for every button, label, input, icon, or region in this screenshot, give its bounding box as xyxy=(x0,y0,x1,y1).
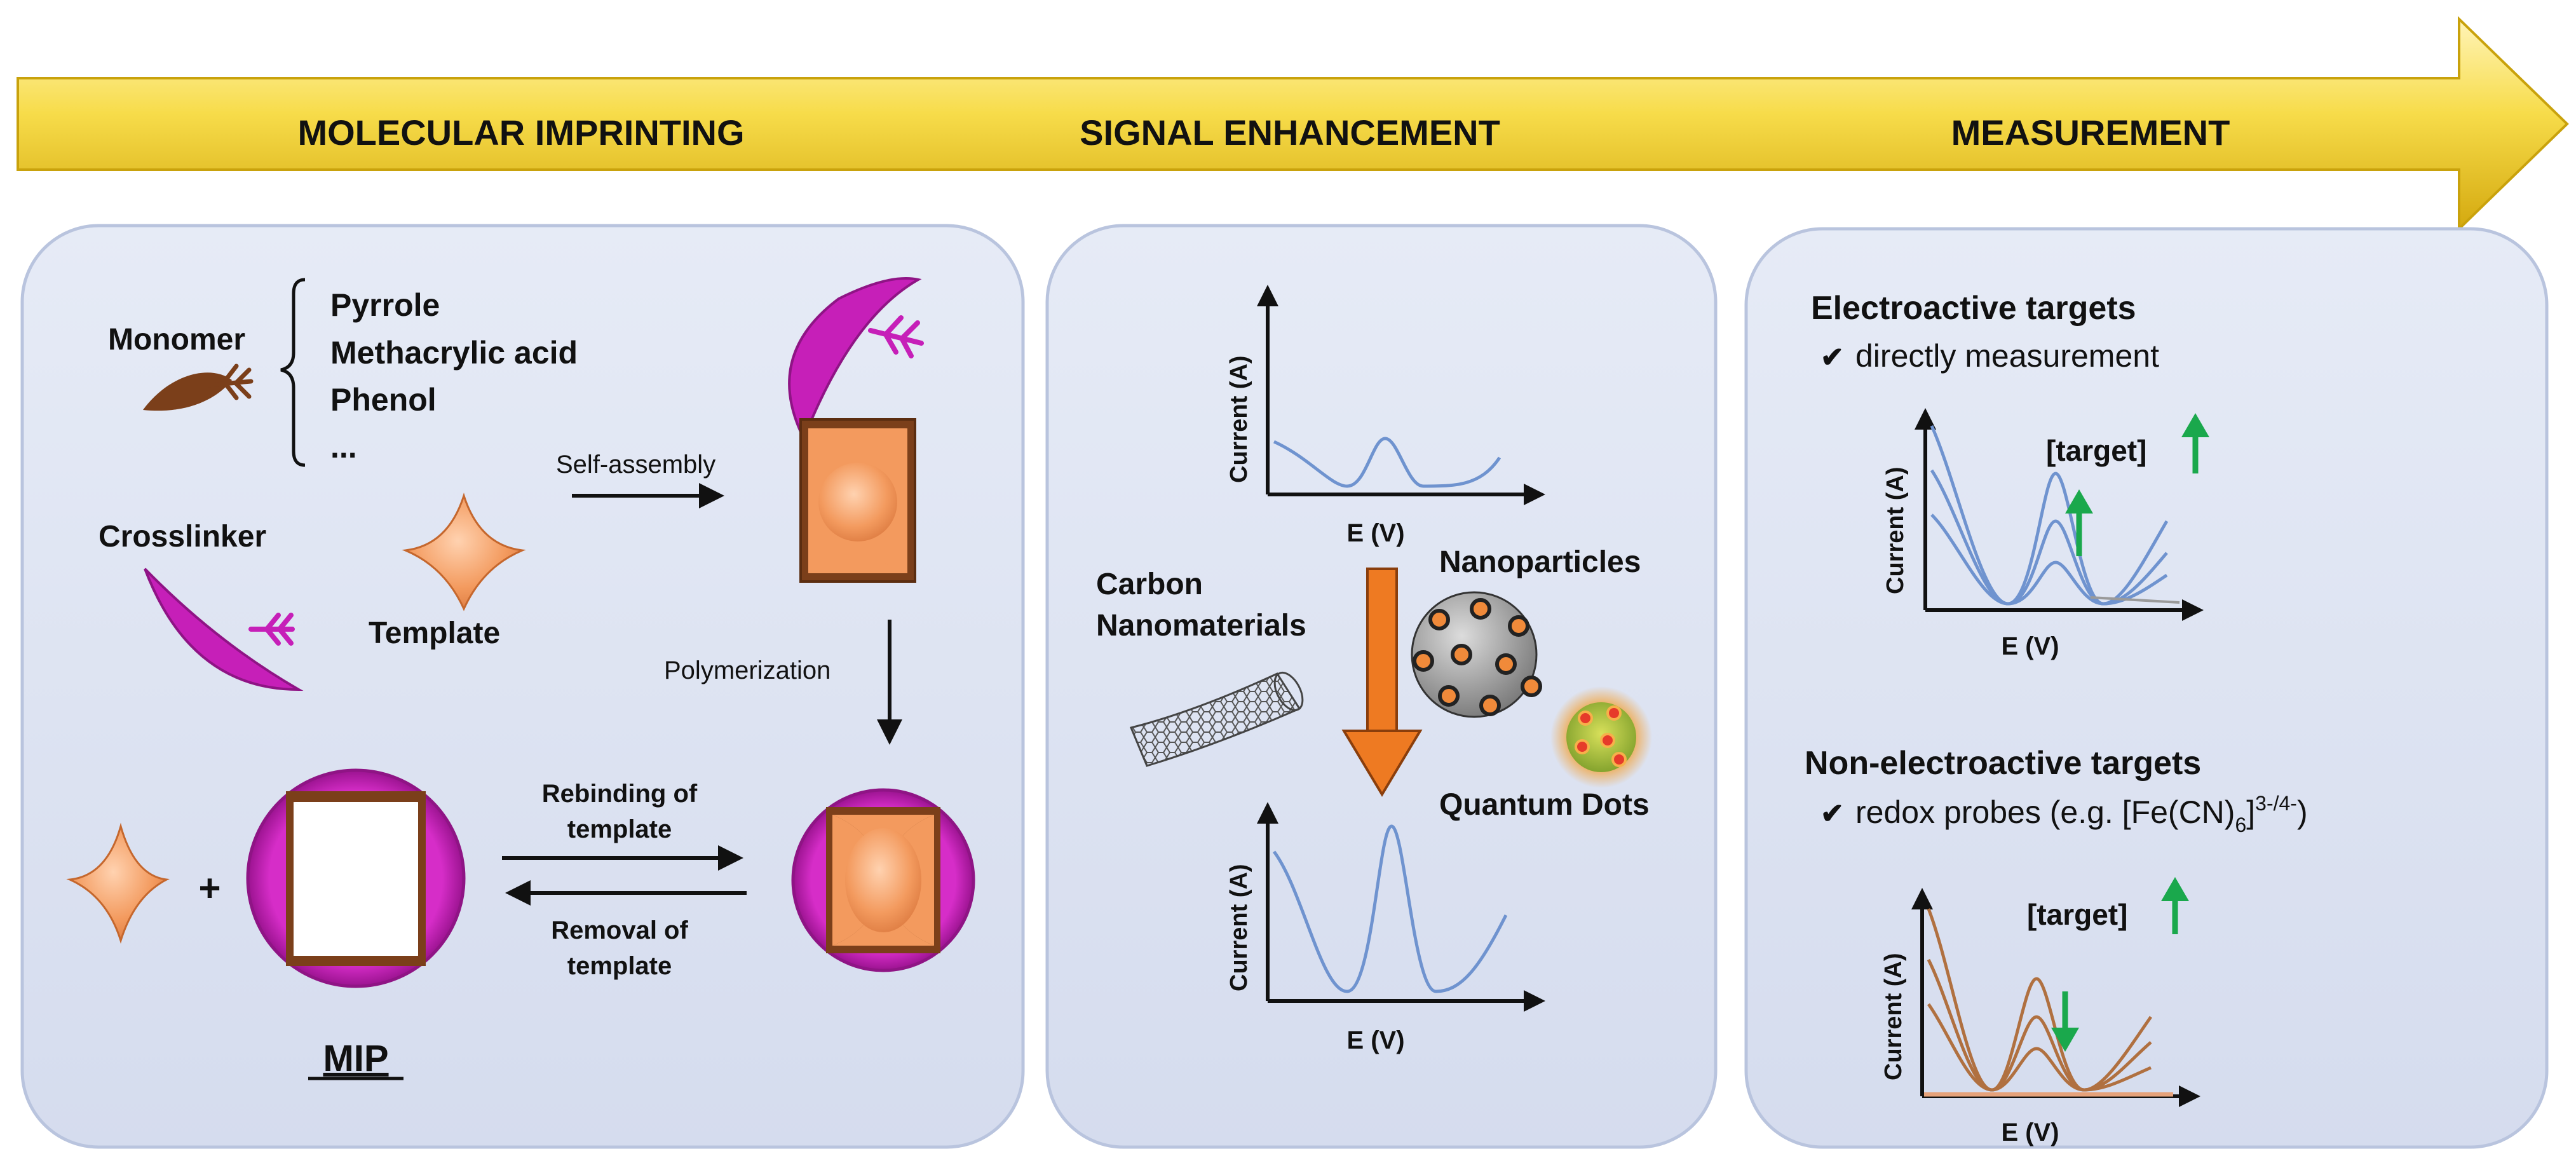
target-up-arrow-icon-2 xyxy=(2161,877,2189,934)
monomer-icon xyxy=(143,364,254,411)
target-up-arrow-icon-1 xyxy=(2181,413,2209,473)
self-assembly-arrow xyxy=(572,483,724,508)
mip-bound-icon xyxy=(791,788,975,972)
nonelectroactive-voltammogram xyxy=(1911,888,2200,1107)
rebinding-arrow xyxy=(502,845,743,871)
nanoparticle-icon xyxy=(1411,591,1542,718)
monomer-option-phenol: Phenol xyxy=(330,382,437,418)
monomer-option-pyrrole: Pyrrole xyxy=(330,287,440,323)
panel-measurement xyxy=(1744,227,2549,1149)
assembled-complex-icon xyxy=(799,418,916,583)
self-assembly-label: Self-assembly xyxy=(556,451,715,479)
stage-measurement: MEASUREMENT xyxy=(1951,112,2230,153)
monomer-brace xyxy=(280,278,306,467)
nonelectroactive-title: Non-electroactive targets xyxy=(1805,745,2201,782)
crosslinker-top-icon xyxy=(788,277,924,442)
check-icon-2: ✔ xyxy=(1820,798,1844,829)
removal-label-line1: Removal of xyxy=(551,916,688,944)
voltammogram-after xyxy=(1257,802,1545,1012)
electroactive-voltammogram xyxy=(1915,408,2204,621)
stage-signal-enhancement: SIGNAL ENHANCEMENT xyxy=(1080,112,1500,153)
electroactive-y-label: Current (A) xyxy=(1882,466,1909,594)
carbon-nanotube-icon xyxy=(1129,672,1304,767)
voltammogram-before-y-label: Current (A) xyxy=(1226,355,1252,483)
process-arrow xyxy=(17,16,2569,232)
nonelectroactive-item: redox probes (e.g. [Fe(CN)6]3-/4-) xyxy=(1855,792,2308,836)
carbon-label-line2: Nanomaterials xyxy=(1096,609,1306,643)
monomer-label: Monomer xyxy=(108,323,245,357)
electroactive-target-label: [target] xyxy=(2046,434,2146,467)
template-icon xyxy=(402,493,526,611)
free-template-icon xyxy=(66,822,170,944)
crosslinker-label: Crosslinker xyxy=(98,520,266,554)
rebinding-label-line1: Rebinding of xyxy=(542,780,698,808)
electroactive-title: Electroactive targets xyxy=(1811,290,2136,327)
mip-label: MIP xyxy=(323,1038,388,1079)
stage-molecular-imprinting: MOLECULAR IMPRINTING xyxy=(297,112,744,153)
electroactive-x-label: E (V) xyxy=(2001,632,2059,660)
signal-down-arrow-icon xyxy=(2051,991,2079,1052)
enhancement-arrow xyxy=(1341,568,1423,797)
voltammogram-after-y-label: Current (A) xyxy=(1226,864,1252,991)
quantum-dots-label: Quantum Dots xyxy=(1439,788,1650,822)
rebinding-label-line2: template xyxy=(567,815,672,843)
voltammogram-after-x-label: E (V) xyxy=(1346,1026,1404,1054)
monomer-option-methacrylic-acid: Methacrylic acid xyxy=(330,335,578,371)
carbon-label-line1: Carbon xyxy=(1096,568,1203,601)
mip-empty-icon xyxy=(246,768,466,988)
plus-sign: + xyxy=(198,867,220,909)
removal-arrow xyxy=(505,880,747,906)
electroactive-item: directly measurement xyxy=(1855,338,2159,374)
check-icon-1: ✔ xyxy=(1820,342,1844,373)
template-label: Template xyxy=(369,616,500,650)
voltammogram-before xyxy=(1257,285,1545,505)
polymerization-label: Polymerization xyxy=(664,656,830,684)
nanoparticles-label: Nanoparticles xyxy=(1439,545,1641,579)
signal-up-arrow-icon xyxy=(2065,489,2093,556)
nonelectroactive-x-label: E (V) xyxy=(2001,1119,2059,1146)
nonelectroactive-target-label: [target] xyxy=(2027,898,2127,931)
voltammogram-before-x-label: E (V) xyxy=(1346,519,1404,547)
monomer-option-more: ... xyxy=(330,429,357,465)
nonelectroactive-y-label: Current (A) xyxy=(1880,953,1907,1080)
crosslinker-icon xyxy=(144,568,304,691)
polymerization-arrow xyxy=(877,620,902,745)
removal-label-line2: template xyxy=(567,952,672,980)
quantum-dot-icon xyxy=(1550,686,1652,788)
